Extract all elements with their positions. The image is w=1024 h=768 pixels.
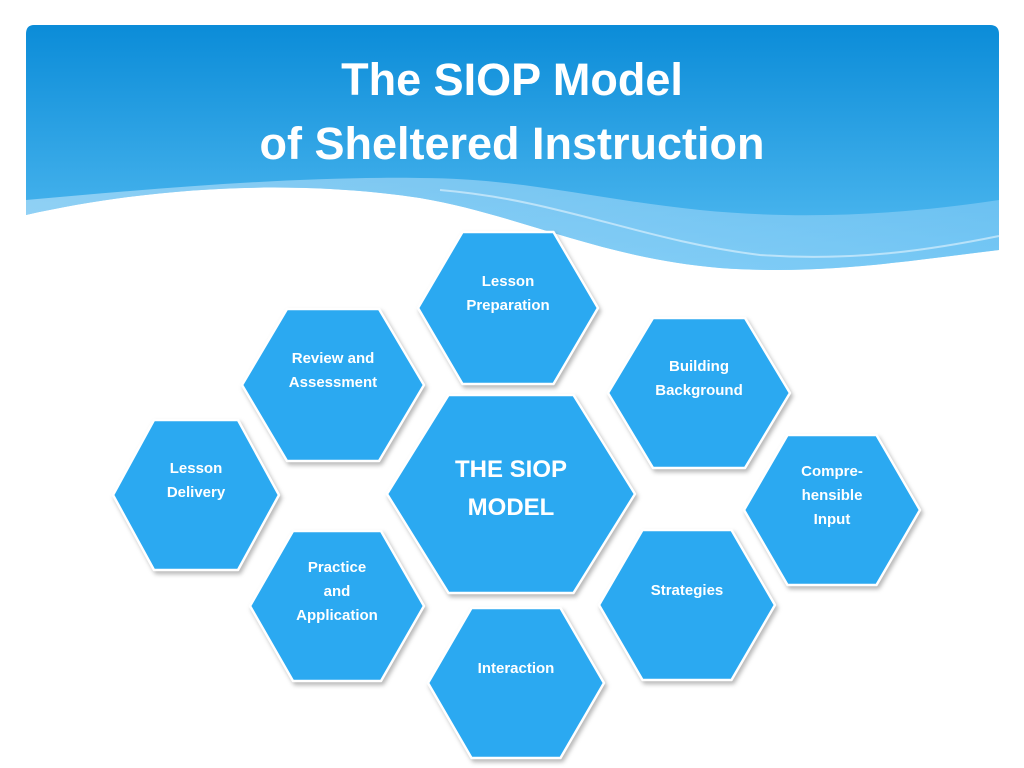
hexagon-practice-and-application-polygon [248, 529, 426, 683]
hexagon-strategies-label: Strategies [598, 529, 776, 681]
hexagon-review-and-assessment-label-line: Assessment [288, 374, 378, 391]
header-wave-line [439, 189, 1000, 258]
hexagon-the-siop-model-shape [385, 393, 637, 595]
hexagon-review-and-assessment-label-line: Review and [291, 350, 375, 367]
header-band [26, 25, 1000, 270]
hexagon-lesson-preparation-polygon [416, 230, 600, 386]
hexagon-practice-and-application-shape [248, 529, 426, 683]
hexagon-comprehensible-input-label-line: hensible [801, 487, 863, 504]
header-wave-light [26, 177, 999, 270]
hexagon-building-background-polygon [606, 316, 792, 470]
slide-title-line-2: of Sheltered Instruction [259, 118, 765, 169]
hexagon-lesson-preparation-label-line: Lesson [481, 273, 535, 290]
header-background [26, 25, 999, 270]
hexagon-comprehensible-input-shape [742, 433, 922, 587]
hexagon-lesson-delivery-shape [111, 418, 281, 572]
hexagon-comprehensible-input-polygon [742, 433, 922, 587]
hexagon-review-and-assessment-polygon [240, 307, 426, 463]
hexagon-interaction-label: Interaction [427, 607, 605, 759]
hexagon-the-siop-model-polygon [385, 393, 637, 595]
hexagon-lesson-delivery-polygon [111, 418, 281, 572]
hexagon-interaction-polygon [426, 606, 606, 760]
hexagon-building-background-shape [606, 316, 792, 470]
hexagon-comprehensible-input-label-line: Input [813, 511, 851, 528]
hexagon-lesson-preparation-shape [416, 230, 600, 386]
slide-title-line-1: The SIOP Model [341, 54, 683, 105]
hexagon-practice-and-application-label-line: Practice [307, 559, 367, 576]
hexagon-comprehensible-input-label-line: Compre- [801, 463, 863, 480]
hexagon-the-siop-model-label-line: MODEL [467, 494, 555, 521]
hexagon-the-siop-model-label: THE SIOP MODEL [386, 394, 636, 594]
hexagon-interaction-label-line: Interaction [477, 660, 555, 677]
hexagon-review-and-assessment-shape [240, 307, 426, 463]
hexagon-strategies: Strategies [597, 528, 777, 682]
hexagon-the-siop-model: THE SIOP MODEL [385, 393, 637, 595]
slide-title: The SIOP Model of Sheltered Instruction [26, 48, 998, 176]
hexagon-building-background-label-line: Building [669, 358, 729, 375]
hexagon-practice-and-application-label-line: Application [296, 607, 378, 624]
hexagon-lesson-delivery-label-line: Lesson [169, 460, 223, 477]
hexagon-the-siop-model-label-line: THE SIOP [454, 456, 568, 483]
hexagon-strategies-label-line: Strategies [650, 582, 724, 599]
hexagon-building-background-label-line: Background [655, 382, 743, 399]
hexagon-interaction: Interaction [426, 606, 606, 760]
hexagon-strategies-polygon [597, 528, 777, 682]
hexagon-lesson-delivery-label-line: Delivery [166, 484, 226, 501]
hexagon-strategies-shape [597, 528, 777, 682]
hexagon-interaction-shape [426, 606, 606, 760]
hexagon-practice-and-application-label-line: and [323, 583, 351, 600]
hexagon-lesson-preparation-label-line: Preparation [466, 297, 550, 314]
